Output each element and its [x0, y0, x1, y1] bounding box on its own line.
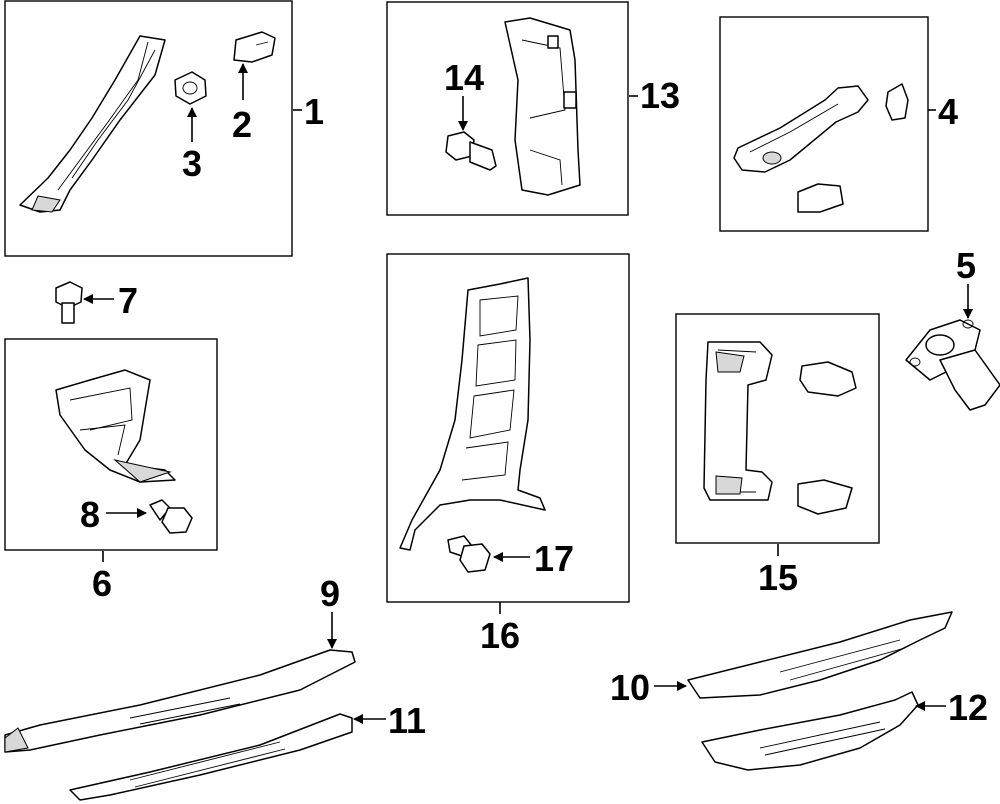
group-box-grab-handle-front	[719, 16, 929, 232]
grab-handle-part-15	[703, 341, 857, 515]
group-box-b-pillar-lower	[386, 253, 630, 603]
clip-part-2	[233, 31, 276, 63]
grab-handle-part-4	[733, 83, 909, 213]
bolt-part-8	[149, 499, 193, 534]
step-cover-part-12	[701, 691, 919, 771]
part-5	[905, 319, 1000, 411]
scuff-plate-part-9	[4, 649, 356, 753]
b-pillar-lower-trim-part	[399, 277, 546, 551]
step-cover-part-11	[69, 713, 353, 801]
callout-11: 11	[388, 700, 426, 741]
callout-8: 8	[80, 494, 100, 535]
callout-9: 9	[320, 573, 340, 614]
group-box-grab-handle-rear	[675, 313, 880, 544]
group-box-b-pillar-upper	[386, 1, 629, 216]
callout-1: 1	[304, 91, 324, 132]
callout-7: 7	[118, 280, 138, 321]
bolt-part-7	[55, 281, 83, 324]
callout-14: 14	[444, 57, 484, 98]
callout-4: 4	[938, 91, 958, 132]
scuff-plate-part-10	[687, 611, 953, 699]
callout-15: 15	[758, 557, 798, 598]
bolt-part-17	[447, 535, 491, 573]
callout-3: 3	[182, 143, 202, 184]
group-box-kick-panel	[4, 338, 218, 551]
callout-12: 12	[948, 687, 988, 728]
callout-16: 16	[480, 615, 520, 656]
bolt-part-14	[445, 131, 497, 171]
callout-13: 13	[640, 75, 680, 116]
b-pillar-upper-trim-part	[504, 17, 581, 196]
callout-10: 10	[610, 667, 650, 708]
nut-part-3	[174, 71, 207, 105]
a-pillar-trim-part	[19, 35, 166, 213]
group-box-a-pillar	[4, 0, 293, 257]
callout-17: 17	[534, 538, 574, 579]
callout-6: 6	[92, 563, 112, 604]
callout-2: 2	[232, 104, 252, 145]
callout-5: 5	[956, 245, 976, 286]
kick-panel-part-6	[55, 369, 176, 483]
